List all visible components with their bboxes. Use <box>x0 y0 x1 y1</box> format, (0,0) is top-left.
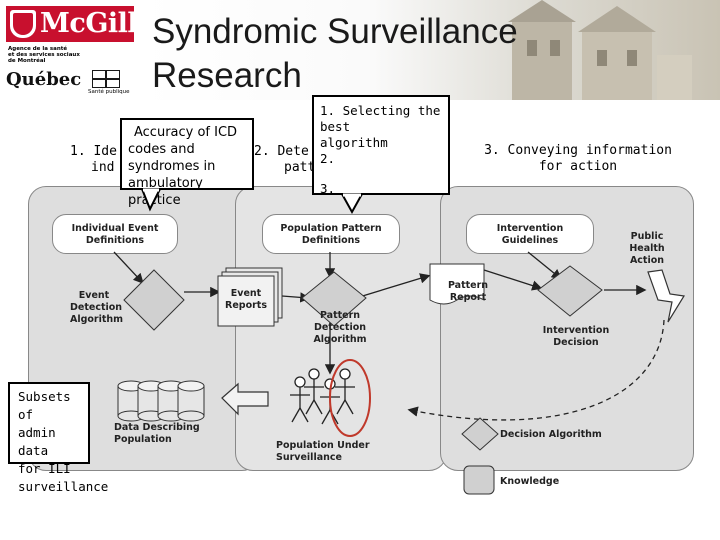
callout-line: algorithm <box>320 135 388 150</box>
label-line: Report <box>449 292 487 303</box>
intervention-guidelines: Intervention Guidelines <box>466 214 594 254</box>
quebec-wordmark: Québec <box>6 69 82 90</box>
callout-algorithm: 1. Selecting the best algorithm 2. 3. <box>312 95 450 196</box>
title-line: Research <box>152 56 302 95</box>
label-line: Population <box>114 434 172 445</box>
logo-block: McGill Agence de la santé et des service… <box>0 0 140 100</box>
callout-icd-accuracy: Accuracy of ICD codes and syndromes in a… <box>120 118 254 208</box>
label-line: Surveillance <box>276 452 342 463</box>
agency-name: Agence de la santé et des services socia… <box>8 46 88 64</box>
public-health-action-label: Public Health Action <box>622 231 672 267</box>
pattern-detection-diamond <box>301 271 367 327</box>
mcgill-wordmark: McGill <box>40 8 138 39</box>
callout-icd-pointer <box>140 188 162 212</box>
arrow-definitions-to-algorithm <box>113 251 144 284</box>
legend-knowledge-label: Knowledge <box>500 476 560 487</box>
castle-illustration <box>508 0 692 100</box>
callout-line: 3. <box>320 181 336 196</box>
pattern-detection-algorithm-label: Pattern Detection Algorithm <box>308 310 372 346</box>
callout-line: syndromes in <box>128 159 216 174</box>
label-line: Intervention <box>542 325 610 336</box>
individual-event-definitions: Individual Event Definitions <box>52 214 178 254</box>
label-line: Event <box>78 290 110 301</box>
label-line: Pattern <box>319 310 361 321</box>
step1-line1: 1. Ide <box>70 144 117 159</box>
label-line: Event <box>230 288 262 299</box>
castle-banner-image <box>142 0 720 100</box>
agency-line: Agence de la santé <box>8 46 68 52</box>
intervention-decision-label: Intervention Decision <box>540 325 612 349</box>
step2-line2: patt <box>284 160 316 175</box>
label-line: Detection <box>313 322 367 333</box>
report-sheet <box>217 275 275 327</box>
arrow-guidelines-to-decision <box>527 251 563 280</box>
label-line: Population Under <box>276 440 370 451</box>
agency-line: de Montréal <box>8 58 46 64</box>
crest-icon <box>10 10 36 38</box>
definition-line: Intervention <box>496 223 564 234</box>
definition-line: Guidelines <box>501 235 559 246</box>
label-line: Detection <box>70 302 123 313</box>
agency-line: et des services sociaux <box>8 52 80 58</box>
label-line: Decision <box>553 337 599 348</box>
step1-line2: ind <box>91 160 115 175</box>
callout-line: Subsets of <box>18 389 71 422</box>
sante-publique-label: Santé publique <box>88 89 130 95</box>
definition-line: Definitions <box>85 235 145 246</box>
title-line: Syndromic Surveillance <box>152 12 518 51</box>
event-detection-diamond <box>123 269 185 331</box>
label-line: Public <box>630 231 664 242</box>
callout-algorithm-pointer <box>340 193 364 215</box>
arrow-pattern-to-report <box>355 273 431 299</box>
callout-line: surveillance <box>18 479 109 494</box>
population-under-surveillance-label: Population Under Surveillance <box>276 440 376 464</box>
definition-line: Population Pattern <box>280 223 382 234</box>
callout-subsets: Subsets of admin data for ILI surveillan… <box>8 382 108 494</box>
left-arrow-icon <box>221 382 269 416</box>
quebec-flag-icon <box>92 70 120 88</box>
label-line: Reports <box>225 300 267 311</box>
label-line: Health <box>629 243 665 254</box>
data-cylinders-icon <box>117 380 205 422</box>
legend-diamond-icon <box>461 417 499 451</box>
legend-decision-algorithm-label: Decision Algorithm <box>500 429 602 440</box>
lightning-bolt-icon <box>647 269 685 323</box>
callout-line: Accuracy of ICD <box>134 125 238 140</box>
callout-line: for ILI <box>18 461 71 476</box>
callout-line: 1. Selecting the best <box>320 103 441 134</box>
step3-line2: for action <box>538 159 618 174</box>
step1-heading: 1. Ide ind <box>70 144 270 176</box>
label-line: Algorithm <box>313 334 367 345</box>
intervention-decision-diamond <box>537 265 603 317</box>
label-line: Action <box>629 255 665 266</box>
callout-line: 2. <box>320 151 336 166</box>
highlight-ellipse <box>329 359 371 437</box>
step3-heading: 3. Conveying information for action <box>478 143 678 175</box>
event-reports-label: Event Reports <box>218 288 274 312</box>
slide-title: Syndromic Surveillance Research <box>152 10 518 98</box>
callout-line: codes and <box>128 142 195 157</box>
step3-line1: 3. Conveying information <box>484 143 672 158</box>
label-line: Algorithm <box>70 314 124 325</box>
data-describing-population-label: Data Describing Population <box>114 422 214 446</box>
definition-line: Individual Event <box>71 223 159 234</box>
population-figures-icon <box>290 368 355 425</box>
step2-line1: 2. Dete <box>254 144 309 159</box>
callout-line: admin data <box>18 425 56 458</box>
mcgill-logo: McGill <box>6 6 138 42</box>
event-detection-algorithm-label: Event Detection Algorithm <box>70 290 124 326</box>
definition-line: Definitions <box>301 235 361 246</box>
pattern-report-document <box>429 263 485 305</box>
feedback-arrow <box>407 319 665 421</box>
legend-knowledge-icon <box>463 465 495 495</box>
step2-heading: 2. Dete patt <box>254 144 344 176</box>
population-pattern-definitions: Population Pattern Definitions <box>262 214 400 254</box>
slide-header: McGill Agence de la santé et des service… <box>0 0 720 100</box>
label-line: Data Describing <box>114 422 200 433</box>
label-line: Pattern <box>447 280 489 291</box>
pattern-report-label: Pattern Report <box>436 280 500 304</box>
arrow-report-to-decision <box>483 269 543 291</box>
